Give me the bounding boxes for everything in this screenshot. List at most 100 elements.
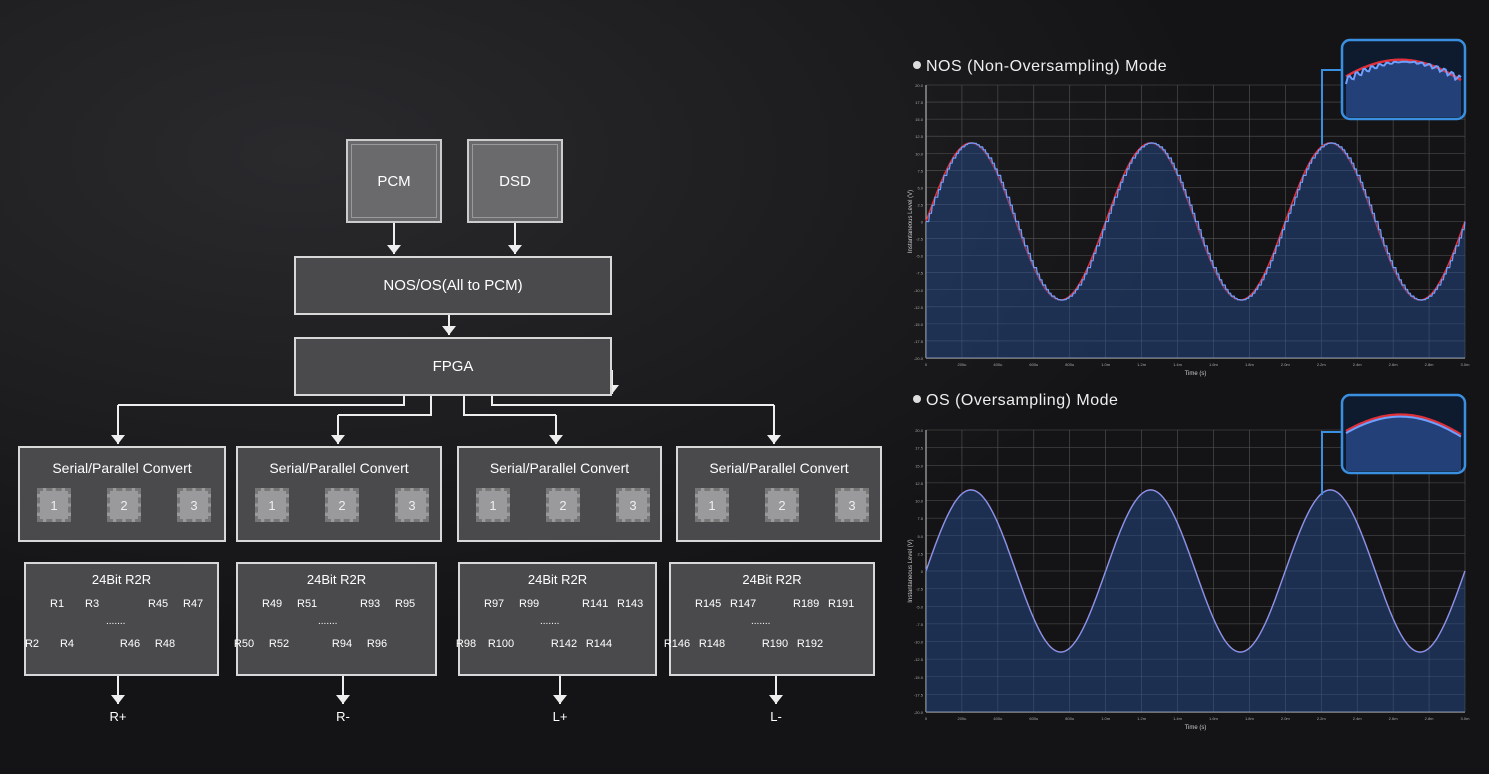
x-axis-label: Time (s): [1185, 725, 1207, 731]
x-tick-label: 200u: [957, 362, 966, 367]
output-label: R-: [336, 709, 350, 724]
y-tick-label: -12.5: [914, 657, 924, 662]
wire: [463, 396, 556, 416]
y-tick-label: 10.0: [915, 499, 924, 504]
x-tick-label: 600u: [1029, 362, 1038, 367]
r2r-box: 24Bit R2R: [24, 562, 219, 676]
arrowhead-icon: [111, 435, 125, 444]
x-tick-label: 1.6m: [1209, 362, 1219, 367]
dsd-box: DSD: [467, 139, 563, 223]
x-tick-label: 400u: [993, 362, 1002, 367]
callout-line: [1321, 431, 1342, 495]
x-tick-label: 600u: [1029, 716, 1038, 721]
y-tick-label: 12.5: [915, 481, 924, 486]
resistor-label: R46: [119, 638, 141, 650]
wire: [491, 396, 774, 406]
chip-icon: 3: [177, 488, 211, 522]
resistor-label: R96: [366, 638, 388, 650]
r2r-label: 24Bit R2R: [91, 572, 152, 587]
x-tick-label: 2.2m: [1317, 716, 1327, 721]
resistor-label: R45: [148, 598, 169, 610]
serial-parallel-label: Serial/Parallel Convert: [709, 460, 849, 476]
x-tick-label: 3.0m: [1461, 362, 1471, 367]
callout-line: [1321, 69, 1342, 145]
inset-output-line: [1345, 60, 1462, 85]
inset-fill: [1346, 61, 1461, 117]
nos-os-box: NOS/OS(All to PCM): [294, 256, 612, 315]
serial-parallel-label: Serial/Parallel Convert: [52, 460, 192, 476]
x-tick-label: 400u: [993, 716, 1002, 721]
ellipsis: .......: [106, 616, 126, 627]
r2r-label: 24Bit R2R: [527, 572, 588, 587]
x-tick-label: 2.6m: [1389, 716, 1399, 721]
chip-icon: 1: [37, 488, 71, 522]
arrowhead-icon: [336, 695, 350, 704]
series-line-output: [925, 489, 1466, 653]
chip-icon: 2: [107, 488, 141, 522]
x-tick-label: 2.8m: [1425, 362, 1435, 367]
chart-1: 20.017.515.012.510.07.55.02.50-2.5-5.0-7…: [908, 393, 1471, 731]
resistor-label: R100: [487, 638, 515, 650]
resistor-label: R48: [154, 638, 176, 650]
y-tick-label: -2.5: [916, 587, 924, 592]
r2r-box: 24Bit R2R: [236, 562, 437, 676]
fpga-box: FPGA: [294, 337, 612, 396]
r2r-box: 24Bit R2R: [669, 562, 875, 676]
ellipsis: .......: [540, 616, 560, 627]
inset-fill: [1346, 416, 1461, 471]
wire: [118, 396, 405, 406]
resistor-label: R4: [59, 638, 75, 650]
arrowhead-icon: [111, 695, 125, 704]
x-tick-label: 0: [925, 716, 928, 721]
y-tick-label: 12.5: [915, 134, 924, 139]
inset-output-line: [1345, 415, 1462, 438]
y-tick-label: 7.5: [917, 516, 923, 521]
pcm-box: PCM: [346, 139, 442, 223]
x-tick-label: 2.4m: [1353, 362, 1363, 367]
resistor-label: R142: [550, 638, 578, 650]
serial-parallel-label: Serial/Parallel Convert: [489, 460, 630, 476]
arrowhead-icon: [508, 245, 522, 254]
y-tick-label: 17.5: [915, 100, 924, 105]
y-tick-label: -7.5: [916, 622, 924, 627]
chip-icon: 1: [476, 488, 510, 522]
y-tick-label: 10.0: [915, 151, 924, 156]
resistor-label: R191: [828, 598, 855, 610]
series-line-output: [926, 142, 1466, 301]
resistor-label: R49: [262, 598, 283, 610]
inset-ideal-line: [1345, 413, 1462, 436]
y-axis-label: Instantaneous Level (V): [908, 539, 914, 602]
resistor-label: R94: [331, 638, 353, 650]
y-tick-label: 20.0: [915, 83, 924, 88]
y-tick-label: -20.0: [914, 710, 924, 715]
x-tick-label: 2.4m: [1353, 716, 1363, 721]
resistor-label: R1: [50, 598, 65, 610]
arrowhead-icon: [767, 435, 781, 444]
output-label: R+: [109, 709, 127, 724]
x-tick-label: 800u: [1065, 362, 1074, 367]
chip-icon: 3: [395, 488, 429, 522]
x-tick-label: 200u: [957, 716, 966, 721]
y-tick-label: -7.5: [916, 271, 924, 276]
arrowhead-icon: [549, 435, 563, 444]
x-tick-label: 3.0m: [1461, 716, 1471, 721]
resistor-label: R93: [360, 598, 381, 610]
y-tick-label: -15.0: [914, 322, 924, 327]
y-tick-label: -12.5: [914, 305, 924, 310]
resistor-label: R192: [796, 638, 824, 650]
resistor-label: R141: [582, 598, 609, 610]
resistor-label: R95: [395, 598, 416, 610]
y-tick-label: 2.5: [917, 551, 923, 556]
resistor-label: R145: [695, 598, 722, 610]
ellipsis: .......: [751, 616, 771, 627]
wire: [338, 396, 432, 416]
y-tick-label: -17.5: [914, 339, 924, 344]
serial-parallel-label: Serial/Parallel Convert: [269, 460, 409, 476]
x-tick-label: 800u: [1065, 716, 1074, 721]
x-tick-label: 2.8m: [1425, 716, 1435, 721]
x-tick-label: 2.0m: [1281, 362, 1291, 367]
chip-icon: 3: [616, 488, 650, 522]
y-tick-label: 0: [921, 220, 924, 225]
chip-icon: 2: [325, 488, 359, 522]
